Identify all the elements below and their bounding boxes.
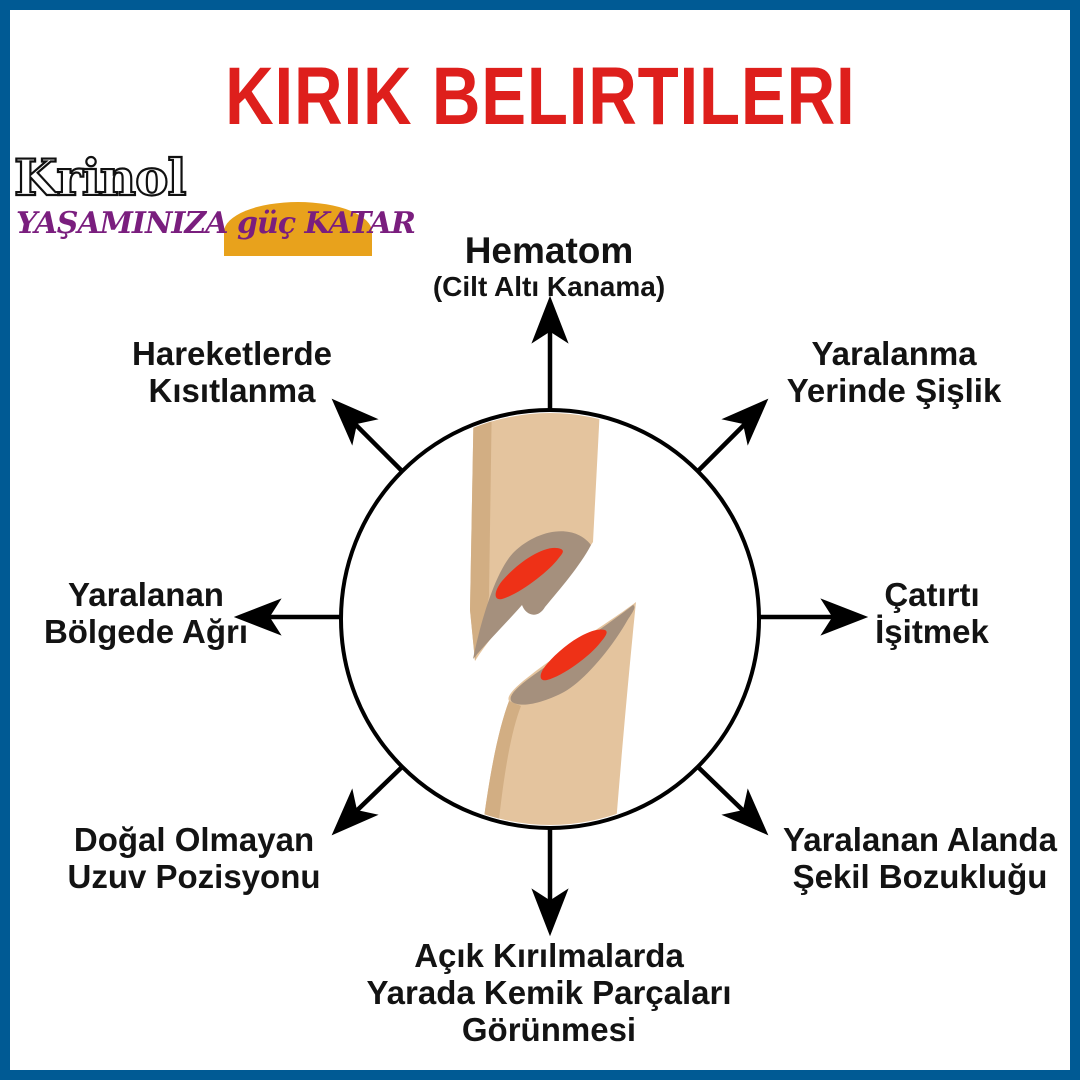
brand-logo: Krinol YAŞAMINIZA güç KATAR bbox=[13, 147, 416, 262]
logo-sun-shape bbox=[224, 202, 372, 256]
broken-bone-illustration bbox=[470, 413, 636, 825]
symptom-text: Yaralanma bbox=[811, 335, 977, 372]
symptom-label-dogal-olmayan-uzuv-pozisyonu: Doğal Olmayan Uzuv Pozisyonu bbox=[67, 821, 321, 896]
symptom-label-hematom: Hematom (Cilt Altı Kanama) bbox=[433, 230, 665, 303]
symptom-subtext: (Cilt Altı Kanama) bbox=[432, 271, 666, 303]
symptom-label-yaralanan-alanda-sekil-bozuklugu: Yaralanan Alanda Şekil Bozukluğu bbox=[783, 821, 1057, 896]
arrow-top-right bbox=[696, 398, 769, 473]
bone-lower-fragment bbox=[480, 602, 636, 825]
arrow-bottom bbox=[531, 828, 569, 937]
logo-tagline-text: YAŞAMINIZA güç KATAR bbox=[16, 206, 416, 241]
symptom-text: Hematom bbox=[464, 230, 634, 271]
symptom-label-yaralanan-bolgede-agri: Yaralanan Bölgede Ağrı bbox=[43, 576, 249, 651]
arrow-bottom-right bbox=[696, 765, 769, 836]
arrow-bottom-left bbox=[331, 765, 404, 836]
arrow-right bbox=[759, 598, 869, 636]
symptom-text: Açık Kırılmalarda bbox=[414, 937, 684, 974]
symptom-text: Yaralanan bbox=[68, 576, 224, 613]
arrow-left bbox=[233, 598, 341, 636]
page-title: KIRIK BELIRTILERI bbox=[224, 51, 856, 142]
symptom-text: Doğal Olmayan bbox=[73, 821, 315, 858]
symptom-text: İşitmek bbox=[875, 612, 989, 650]
symptom-text: Kısıtlanma bbox=[148, 371, 316, 409]
symptom-label-acik-kirilmalarda: Açık Kırılmalarda Yarada Kemik Parçaları… bbox=[366, 937, 732, 1049]
symptom-text: Bölgede Ağrı bbox=[43, 612, 249, 650]
symptom-text: Uzuv Pozisyonu bbox=[67, 857, 321, 895]
arrow-top bbox=[531, 295, 569, 410]
spoke-arrows bbox=[233, 295, 869, 937]
symptom-label-catirti-isitmek: Çatırtı İşitmek bbox=[875, 576, 989, 651]
symptom-label-hareketlerde-kisitlanma: Hareketlerde Kısıtlanma bbox=[132, 335, 332, 410]
arrow-top-left bbox=[331, 398, 404, 473]
symptom-text: Yerinde Şişlik bbox=[786, 371, 1002, 409]
symptom-text: Çatırtı bbox=[884, 576, 980, 613]
symptom-text: Yarada Kemik Parçaları bbox=[366, 973, 732, 1011]
symptom-text: Görünmesi bbox=[461, 1010, 637, 1048]
symptom-text: Yaralanan Alanda bbox=[783, 821, 1057, 858]
symptom-text: Şekil Bozukluğu bbox=[792, 857, 1048, 895]
bone-upper-fragment bbox=[470, 413, 601, 661]
symptom-text: Hareketlerde bbox=[132, 335, 332, 372]
page-title-row: KIRIK BELIRTILERI bbox=[0, 50, 1080, 144]
logo-brand-text: Krinol bbox=[13, 147, 188, 208]
symptom-label-yaralanma-yerinde-sislik: Yaralanma Yerinde Şişlik bbox=[786, 335, 1002, 410]
